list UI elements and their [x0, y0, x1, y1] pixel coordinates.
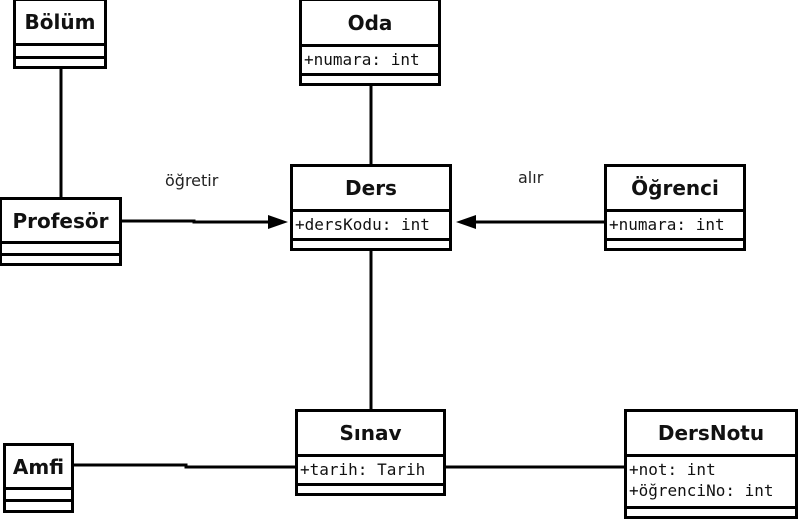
association-label-alir: alır	[518, 168, 544, 187]
attribute: +dersKodu: int	[295, 215, 430, 234]
attributes-compartment: +not: int +öğrenciNo: int	[627, 457, 795, 509]
class-amfi[interactable]: Amfi	[3, 443, 74, 513]
attribute: +numara: int	[304, 50, 420, 69]
class-name: DersNotu	[627, 412, 795, 457]
class-name: Oda	[302, 1, 438, 47]
class-bolum[interactable]: Bölüm	[13, 0, 107, 69]
edge-profesor-ders	[120, 219, 270, 224]
operations-compartment	[627, 509, 795, 516]
attribute: +tarih: Tarih	[300, 460, 426, 479]
class-name: Ders	[293, 167, 449, 212]
operations-compartment	[2, 256, 119, 263]
attributes-compartment: +tarih: Tarih	[298, 457, 443, 486]
class-oda[interactable]: Oda +numara: int	[299, 0, 441, 86]
attribute: +numara: int	[609, 215, 725, 234]
attributes-compartment: +dersKodu: int	[293, 212, 449, 241]
class-dersnotu[interactable]: DersNotu +not: int +öğrenciNo: int	[624, 409, 798, 519]
arrowhead-profesor-ders	[268, 215, 288, 229]
attributes-compartment	[2, 244, 119, 256]
operations-compartment	[6, 502, 71, 510]
class-name: Öğrenci	[607, 167, 743, 212]
association-label-ogretir: öğretir	[165, 171, 219, 190]
edge-amfi-sinav	[72, 463, 296, 469]
attributes-compartment	[16, 46, 104, 59]
operations-compartment	[298, 486, 443, 493]
arrowhead-ogrenci-ders	[456, 215, 476, 229]
attributes-compartment: +numara: int	[607, 212, 743, 241]
class-ders[interactable]: Ders +dersKodu: int	[290, 164, 452, 251]
class-name: Amfi	[6, 446, 71, 490]
operations-compartment	[293, 241, 449, 248]
class-name: Sınav	[298, 412, 443, 457]
operations-compartment	[607, 241, 743, 248]
class-name: Profesör	[2, 200, 119, 244]
attribute: +öğrenciNo: int	[629, 481, 774, 500]
class-ogrenci[interactable]: Öğrenci +numara: int	[604, 164, 746, 251]
class-name: Bölüm	[16, 1, 104, 46]
operations-compartment	[302, 76, 438, 83]
class-profesor[interactable]: Profesör	[0, 197, 122, 266]
attributes-compartment: +numara: int	[302, 47, 438, 76]
class-sinav[interactable]: Sınav +tarih: Tarih	[295, 409, 446, 496]
attributes-compartment	[6, 490, 71, 502]
attribute: +not: int	[629, 460, 716, 479]
operations-compartment	[16, 59, 104, 66]
